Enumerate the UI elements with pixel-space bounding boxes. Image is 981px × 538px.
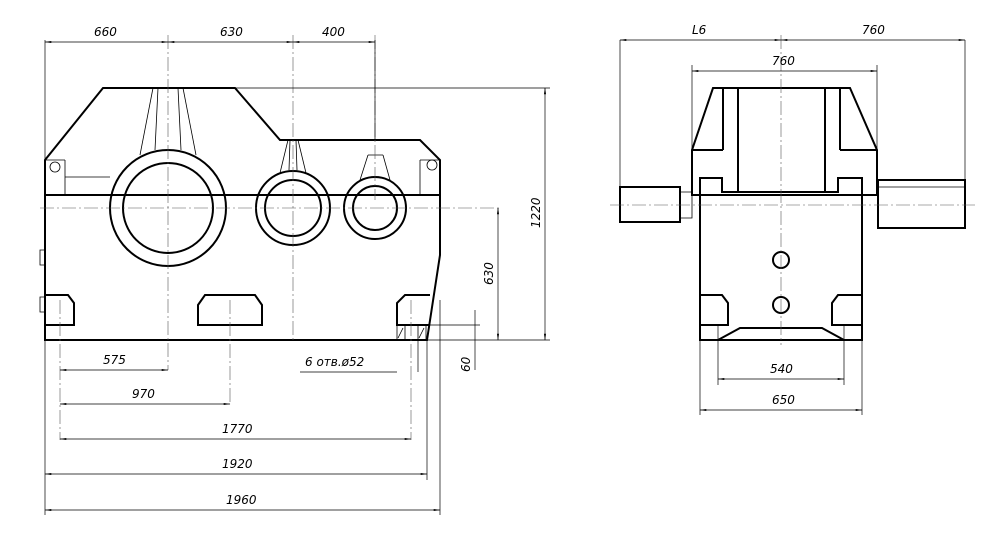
- dim-l6: L6: [692, 23, 707, 37]
- dim-760-housing: 760: [772, 54, 795, 68]
- dim-60: 60: [459, 356, 473, 372]
- side-view: L6 760 760 540 650: [610, 23, 975, 415]
- dim-1220: 1220: [529, 197, 543, 228]
- dim-540: 540: [770, 362, 793, 376]
- dim-1920: 1920: [222, 457, 253, 471]
- dim-1960: 1960: [226, 493, 257, 507]
- dim-575: 575: [103, 353, 126, 367]
- dim-400: 400: [322, 25, 345, 39]
- lifting-eye-icon: [49, 161, 61, 173]
- side-housing-body: [699, 177, 863, 341]
- dim-650: 650: [772, 393, 795, 407]
- housing-outline: [44, 87, 441, 341]
- dim-630-height: 630: [482, 262, 496, 285]
- front-view: 660 630 400 1220 630 60 6 отв.ø52 575 97…: [39, 25, 550, 515]
- dim-1770: 1770: [222, 422, 253, 436]
- dim-660: 660: [94, 25, 117, 39]
- dim-630: 630: [220, 25, 243, 39]
- lifting-eye-icon: [426, 159, 438, 171]
- dim-970: 970: [132, 387, 155, 401]
- holes-note: 6 отв.ø52: [305, 355, 364, 369]
- output-shaft: [877, 179, 966, 229]
- dim-760-right: 760: [862, 23, 885, 37]
- input-shaft: [619, 186, 681, 223]
